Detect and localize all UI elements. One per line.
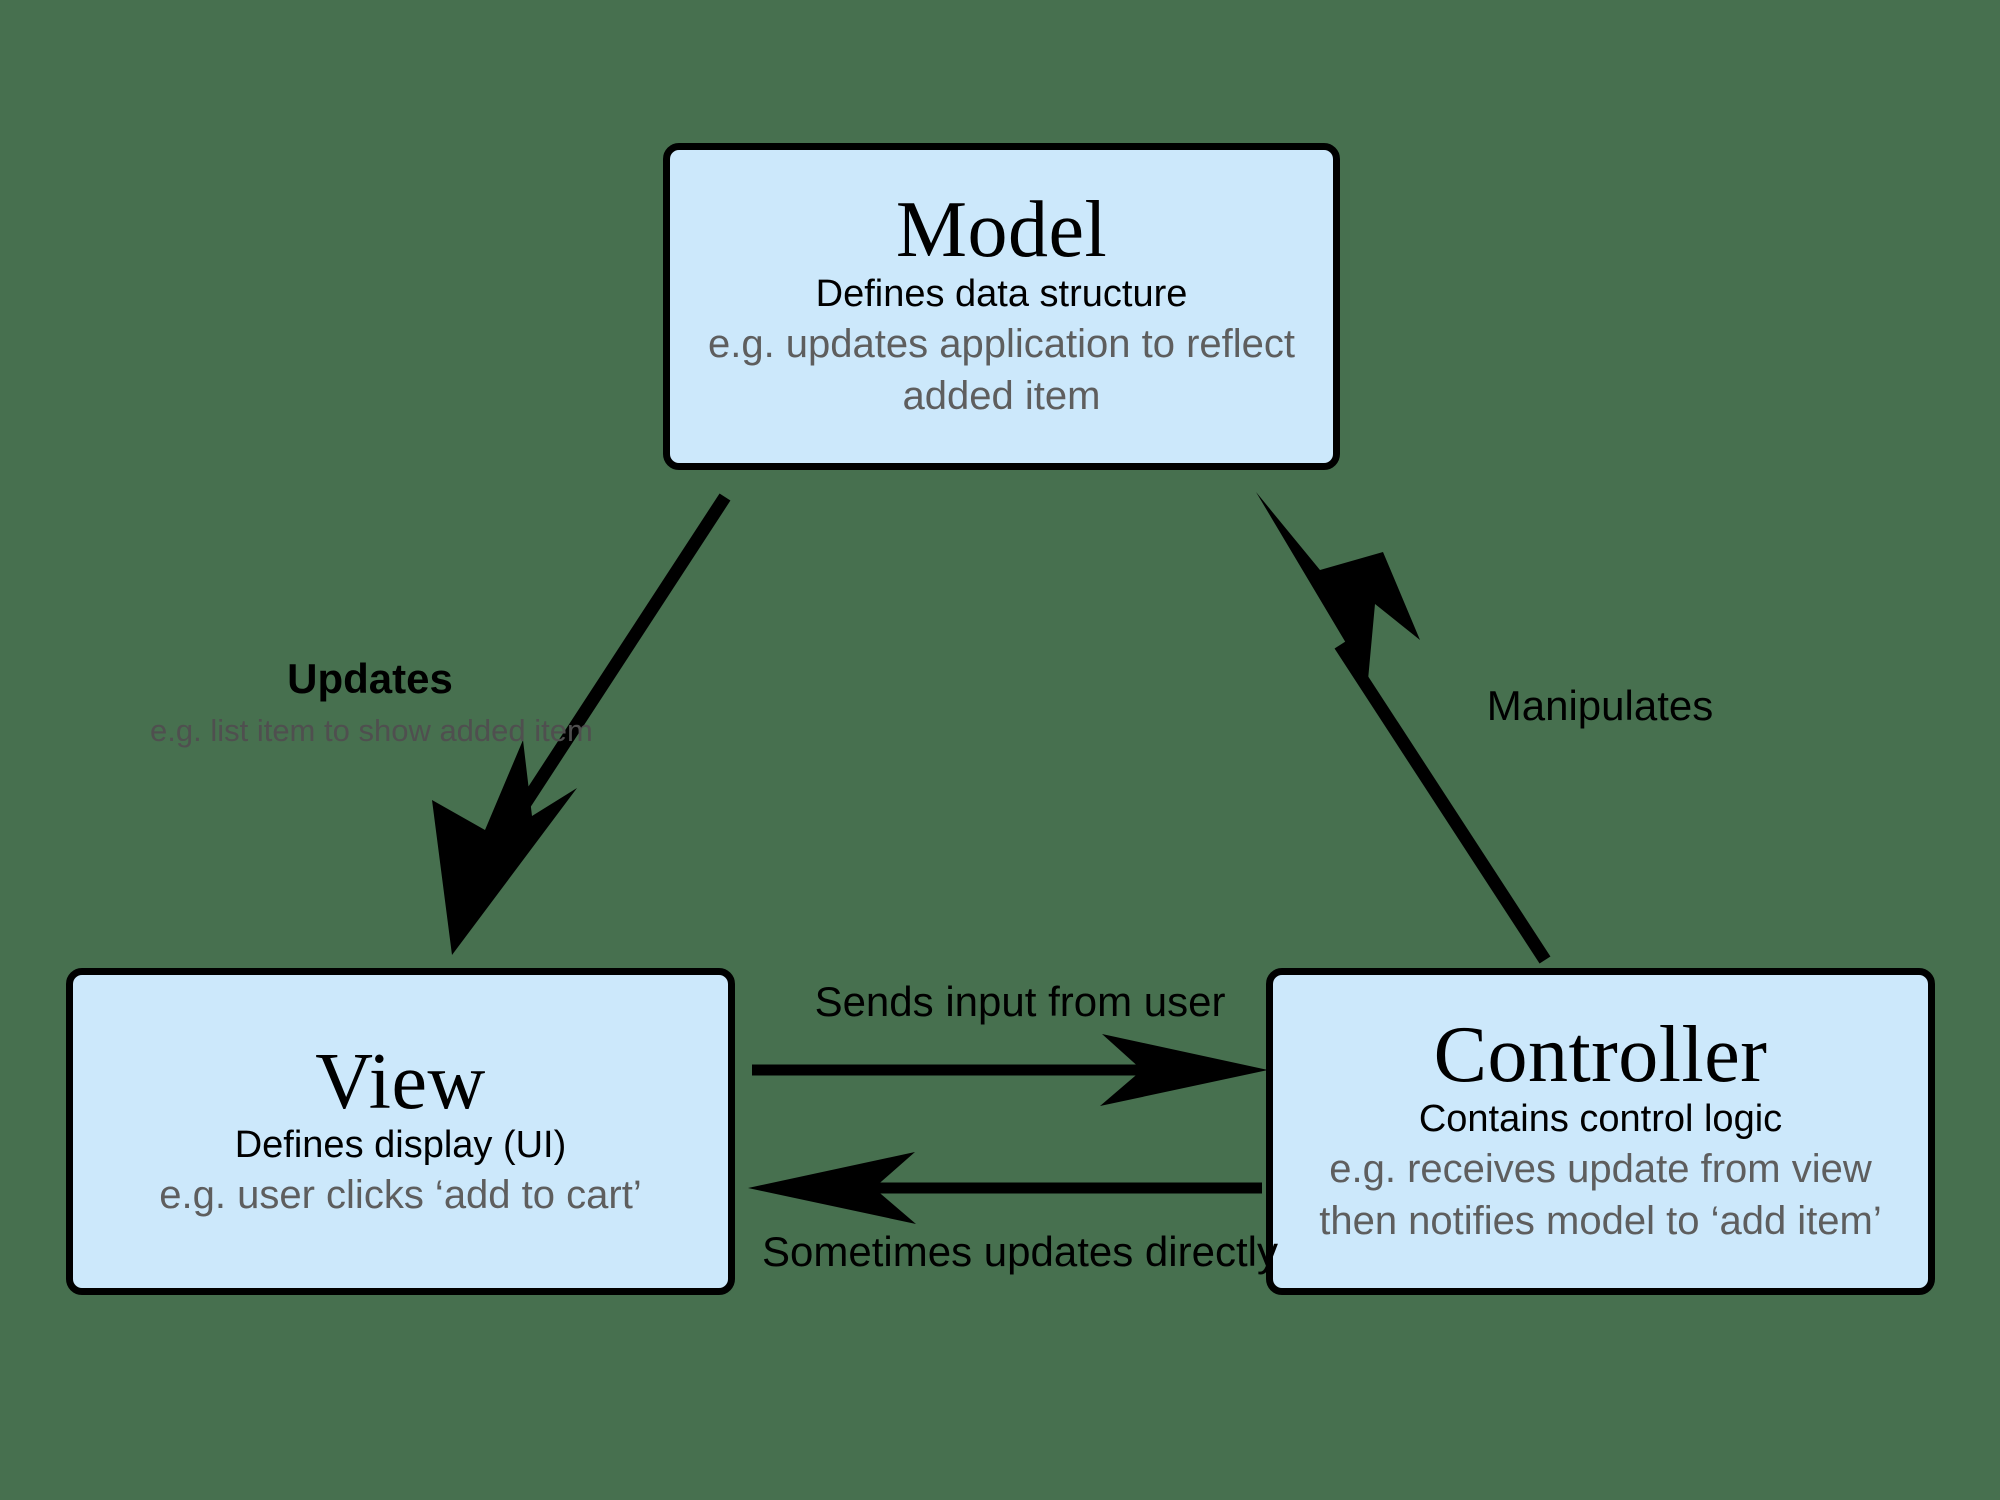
edge-label-manipulates: Manipulates xyxy=(1486,682,1714,729)
node-model-subtitle: Defines data structure xyxy=(815,272,1188,315)
arrow-controller-to-view xyxy=(748,1152,1262,1224)
edge-sublabel-updates: e.g. list item to show added item xyxy=(150,713,593,748)
node-view[interactable]: View Defines display (UI) e.g. user clic… xyxy=(66,968,735,1295)
node-model[interactable]: Model Defines data structure e.g. update… xyxy=(663,143,1340,470)
node-model-example: e.g. updates application to reflect adde… xyxy=(707,322,1296,418)
arrow-view-to-controller xyxy=(752,1034,1268,1106)
edge-label-sometimes-updates-directly: Sometimes updates directly xyxy=(762,1228,1278,1275)
node-controller[interactable]: Controller Contains control logic e.g. r… xyxy=(1266,968,1935,1295)
node-view-title: View xyxy=(315,1038,486,1126)
edge-label-sends-input-from-user: Sends input from user xyxy=(814,978,1226,1025)
edge-label-updates: Updates xyxy=(287,655,453,702)
node-controller-subtitle: Contains control logic xyxy=(1418,1097,1783,1140)
node-view-subtitle: Defines display (UI) xyxy=(234,1124,567,1167)
node-model-title: Model xyxy=(895,186,1108,275)
node-view-example: e.g. user clicks ‘add to cart’ xyxy=(159,1173,642,1218)
node-controller-title: Controller xyxy=(1433,1011,1768,1100)
node-controller-example: e.g. receives update from view then noti… xyxy=(1319,1147,1882,1243)
